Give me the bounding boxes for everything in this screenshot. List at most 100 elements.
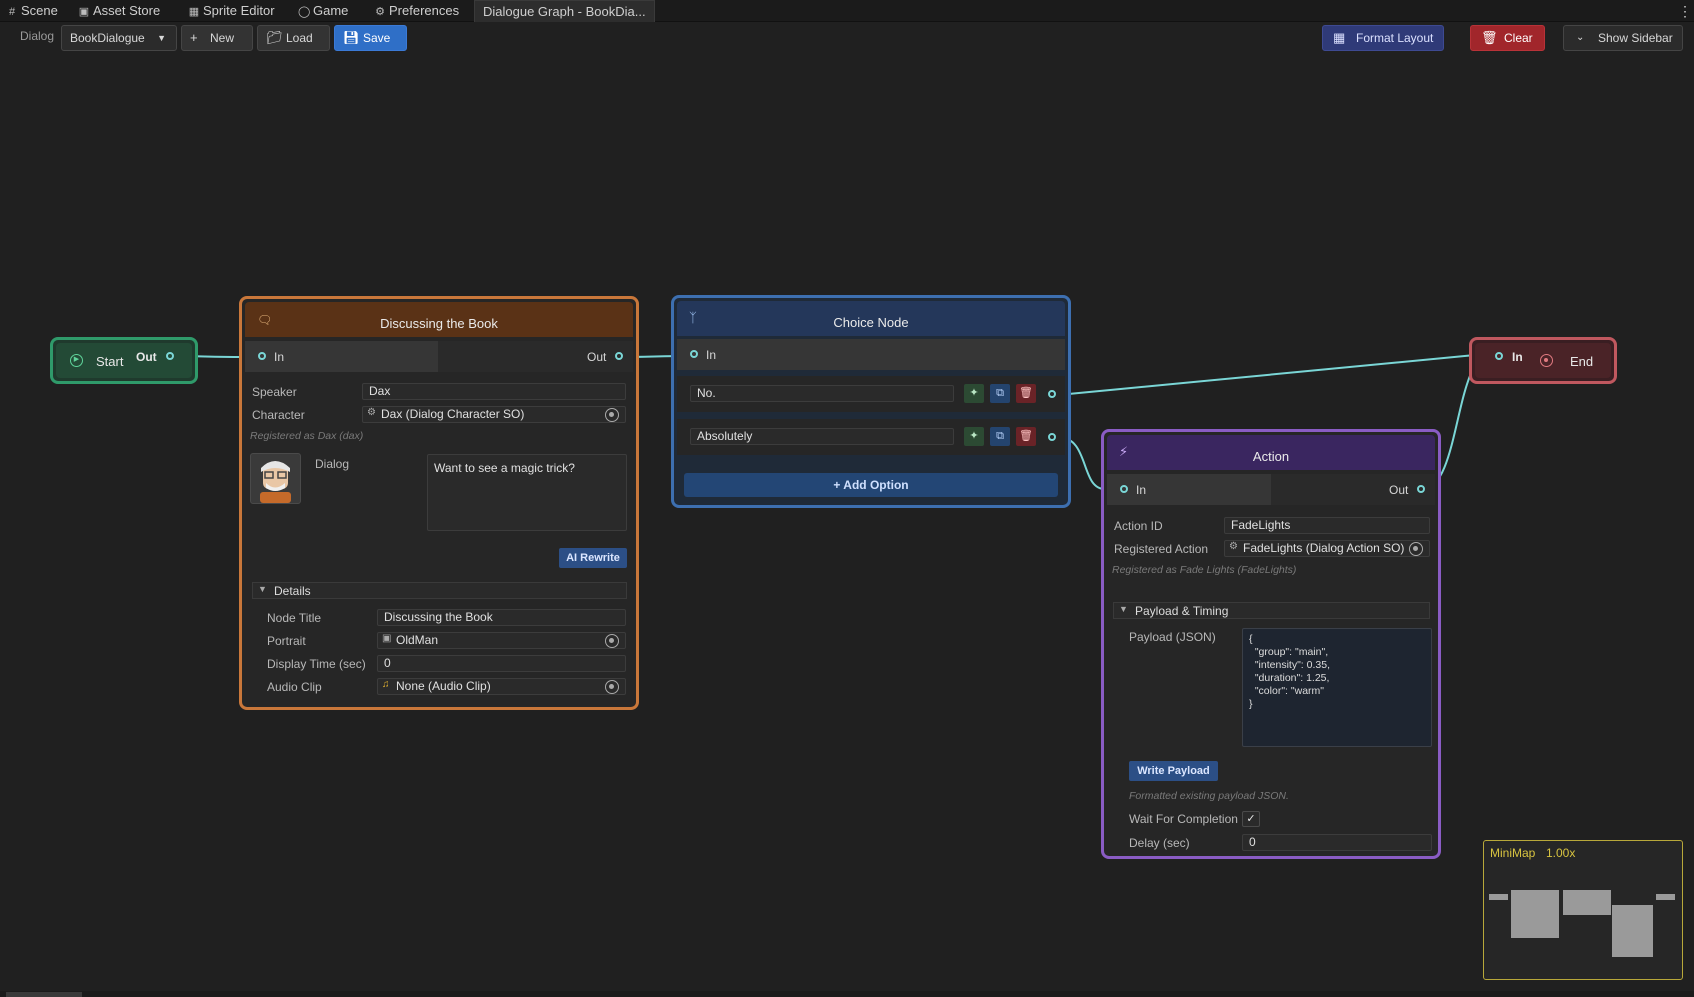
choice-in-label: In [706,348,717,362]
gear-icon: ⚙ [375,6,385,18]
wait-for-completion-label: Wait For Completion [1129,812,1238,826]
tab-scene[interactable]: #Scene [6,0,58,22]
portrait-label: Portrait [267,634,306,648]
action-in-port[interactable] [1120,485,1128,493]
action-in-label: In [1136,483,1147,497]
tab-sprite-editor[interactable]: ▦Sprite Editor [188,0,275,22]
dialog-out-port[interactable] [615,352,623,360]
wire-choice-no-to-end [1057,354,1476,396]
tab-asset-store[interactable]: ▣Asset Store [78,0,160,22]
action-out-port[interactable] [1417,485,1425,493]
dialog-select[interactable]: BookDialogue ▼ [61,25,177,51]
character-field[interactable]: Dax (Dialog Character SO) [362,406,626,423]
triangle-down-icon: ▼ [1119,604,1128,614]
object-picker-icon[interactable] [605,680,619,694]
delay-field[interactable]: 0 [1242,834,1432,851]
node-title-label: Node Title [267,611,322,625]
new-button[interactable]: +New [181,25,253,51]
bag-icon: ▣ [78,6,90,18]
portrait-thumbnail [250,453,301,504]
end-in-port[interactable] [1495,352,1503,360]
choice-node[interactable]: ᛉ Choice Node In No. ✦ ⧉ 🗑︎ Absolutely ✦… [671,295,1071,508]
duplicate-icon[interactable]: ⧉ [990,384,1010,403]
dialog-in-label: In [274,350,285,364]
dialog-out-label: Out [587,350,607,364]
triangle-down-icon: ▼ [258,584,267,594]
layout-icon: ▦ [1333,30,1346,45]
chevron-down-icon: ▼ [157,33,166,43]
tab-dialogue-graph[interactable]: Dialogue Graph - BookDia... [474,0,655,22]
audio-clip-field[interactable]: None (Audio Clip) [377,678,626,695]
speaker-field[interactable]: Dax [362,383,626,400]
magic-wand-icon[interactable]: ✦ [964,384,984,403]
save-button[interactable]: 💾︎Save [334,25,407,51]
action-id-label: Action ID [1114,519,1163,533]
payload-timing-foldout[interactable]: ▼ Payload & Timing [1113,602,1430,619]
speech-bubble-icon: 🗨︎ [257,313,273,327]
audio-clip-label: Audio Clip [267,680,322,694]
registered-action-label: Registered Action [1114,542,1209,556]
format-layout-button[interactable]: ▦Format Layout [1322,25,1444,51]
tab-game[interactable]: ◯Game [298,0,348,22]
clear-button[interactable]: 🗑︎Clear [1470,25,1545,51]
magic-wand-icon[interactable]: ✦ [964,427,984,446]
branch-icon: ᛉ [689,310,697,325]
start-node-title: Start [96,354,124,369]
plus-icon: + [190,30,198,45]
object-picker-icon[interactable] [1409,542,1423,556]
action-out-label: Out [1389,483,1409,497]
object-picker-icon[interactable] [605,634,619,648]
bottom-tab[interactable] [6,992,82,997]
registered-action-field[interactable]: FadeLights (Dialog Action SO) [1224,540,1430,557]
duplicate-icon[interactable]: ⧉ [990,427,1010,446]
trash-icon[interactable]: 🗑︎ [1016,427,1036,446]
trash-icon: 🗑︎ [1481,30,1498,45]
dialog-in-row [245,341,438,372]
action-node[interactable]: ⚡︎ Action In Out Action ID FadeLights Re… [1101,429,1441,859]
choice-in-port[interactable] [690,350,698,358]
dialog-node[interactable]: 🗨︎ Discussing the Book In Out Speaker Da… [239,296,639,710]
payload-status-hint: Formatted existing payload JSON. [1129,790,1289,802]
choice-option-field[interactable]: No. [690,385,954,402]
start-out-port[interactable] [166,352,174,360]
write-payload-button[interactable]: Write Payload [1129,761,1218,781]
dialog-in-port[interactable] [258,352,266,360]
choice-option-field[interactable]: Absolutely [690,428,954,445]
tab-preferences[interactable]: ⚙Preferences [374,0,459,22]
dialog-text-label: Dialog [315,457,350,471]
stop-icon [1540,354,1553,367]
choice-node-title: Choice Node [833,315,909,330]
load-button[interactable]: 📁︎Load [257,25,330,51]
show-sidebar-button[interactable]: ⌄Show Sidebar [1563,25,1683,51]
sprite-icon: ▣ [382,633,392,644]
choice-option-port[interactable] [1048,433,1056,441]
end-node[interactable]: In End [1469,337,1617,384]
portrait-field[interactable]: OldMan [377,632,626,649]
choice-option-port[interactable] [1048,390,1056,398]
minimap[interactable]: MiniMap 1.00x [1483,840,1683,980]
display-time-label: Display Time (sec) [267,657,366,671]
minimap-node-action [1612,905,1653,957]
trash-icon[interactable]: 🗑︎ [1016,384,1036,403]
scriptable-object-icon: ⚙ [1229,541,1238,552]
dialog-text-area[interactable]: Want to see a magic trick? [427,454,627,531]
more-menu-icon[interactable]: ⋮ [1678,3,1692,19]
payload-json-area[interactable]: { "group": "main", "intensity": 0.35, "d… [1242,628,1432,747]
character-registered-hint: Registered as Dax (dax) [250,430,364,442]
details-foldout[interactable]: ▼ Details [252,582,627,599]
display-time-field[interactable]: 0 [377,655,626,672]
play-icon: ▶ [70,354,83,367]
object-picker-icon[interactable] [605,408,619,422]
character-label: Character [252,408,305,422]
folder-icon: 📁︎ [266,30,283,45]
action-id-field[interactable]: FadeLights [1224,517,1430,534]
chevron-down-icon: ⌄ [1576,32,1585,43]
ai-rewrite-button[interactable]: AI Rewrite [559,548,627,568]
action-node-header [1107,435,1435,470]
wait-for-completion-checkbox[interactable]: ✓ [1242,811,1260,827]
add-option-button[interactable]: + Add Option [684,473,1058,497]
graph-toolbar: Dialog BookDialogue ▼ +New 📁︎Load 💾︎Save… [0,22,1694,54]
node-title-field[interactable]: Discussing the Book [377,609,626,626]
payload-label: Payload (JSON) [1129,630,1216,644]
start-node[interactable]: ▶ Start Out [50,337,198,384]
